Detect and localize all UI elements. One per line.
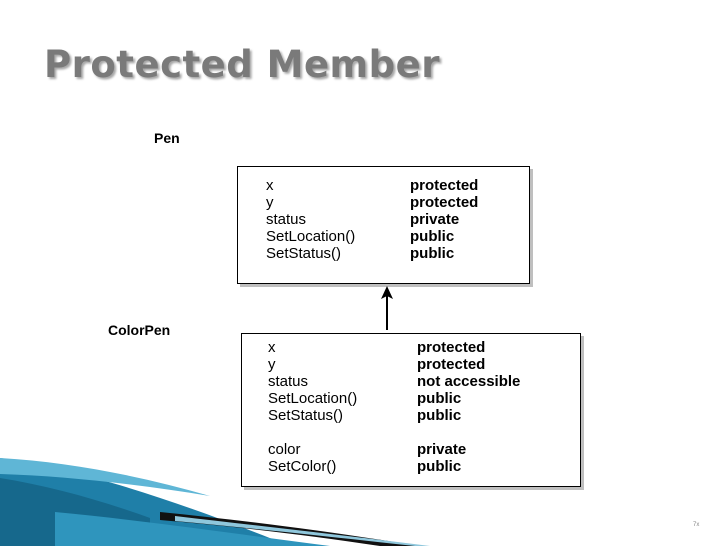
colorpen-member-row: y protected (242, 356, 580, 374)
member-access: not accessible (417, 373, 521, 390)
member-name: color (268, 441, 301, 458)
member-name: status (266, 211, 307, 228)
member-name: y (266, 194, 274, 211)
pen-member-row: SetStatus() public (238, 245, 529, 263)
pen-member-row: SetLocation() public (238, 228, 529, 246)
colorpen-class-box: x protected y protected status not acces… (241, 333, 581, 487)
member-name: SetStatus() (268, 407, 344, 424)
member-name: x (266, 177, 274, 194)
pen-class-box: x protected y protected status private S… (237, 166, 530, 284)
colorpen-member-row: SetStatus() public (242, 407, 580, 425)
member-access: public (410, 245, 455, 262)
member-access: private (410, 211, 460, 228)
member-access: public (417, 407, 462, 424)
member-access: public (417, 390, 462, 407)
pen-class-label: Pen (154, 130, 180, 146)
colorpen-class-label: ColorPen (108, 322, 171, 338)
bottom-swoosh-decoration (0, 458, 430, 546)
member-name: SetLocation() (266, 228, 356, 245)
member-access: private (417, 441, 467, 458)
member-access: protected (417, 339, 486, 356)
inheritance-arrow (381, 286, 393, 330)
page-number: 7x (693, 522, 700, 528)
member-name: SetColor() (268, 458, 337, 475)
member-name: y (268, 356, 276, 373)
member-access: protected (410, 177, 479, 194)
member-access: public (417, 458, 462, 475)
member-name: x (268, 339, 276, 356)
pen-member-row: y protected (238, 194, 529, 212)
colorpen-member-row: SetLocation() public (242, 390, 580, 408)
pen-member-row: status private (238, 211, 529, 229)
pen-member-row: x protected (238, 177, 529, 195)
member-name: status (268, 373, 309, 390)
member-access: protected (417, 356, 486, 373)
member-name: SetLocation() (268, 390, 358, 407)
colorpen-member-row: x protected (242, 339, 580, 357)
colorpen-member-row: status not accessible (242, 373, 580, 391)
slide-title: Protected Member (44, 43, 440, 86)
member-access: public (410, 228, 455, 245)
colorpen-member-row: color private (242, 441, 580, 459)
colorpen-member-row: SetColor() public (242, 458, 580, 476)
member-access: protected (410, 194, 479, 211)
member-name: SetStatus() (266, 245, 342, 262)
